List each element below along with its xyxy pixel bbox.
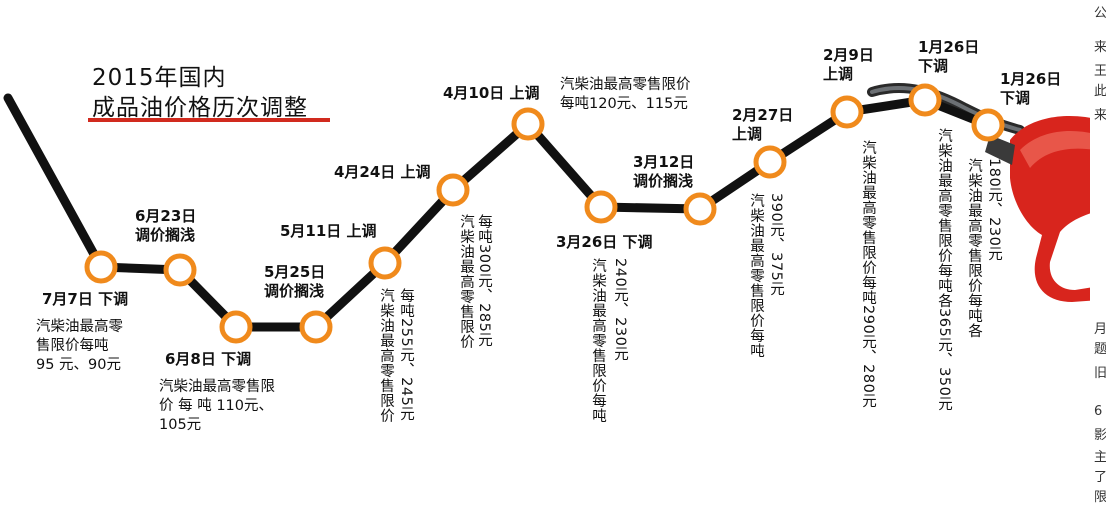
title-line-1: 2015年国内 bbox=[92, 65, 227, 91]
event-node-feb27 bbox=[753, 145, 787, 179]
event-date-may25: 5月25日 调价搁浅 bbox=[264, 263, 326, 300]
event-node-jul7 bbox=[84, 250, 118, 284]
event-date-jun8: 6月8日 下调 bbox=[165, 350, 252, 368]
event-date-apr24: 4月24日 上调 bbox=[334, 163, 431, 181]
event-node-jun23 bbox=[163, 253, 197, 287]
title-underline bbox=[88, 118, 330, 122]
adjacent-char: 来 bbox=[1094, 108, 1106, 123]
event-node-mar12 bbox=[683, 192, 717, 226]
event-node-mar26 bbox=[584, 190, 618, 224]
adjacent-char: 公 bbox=[1094, 6, 1106, 21]
adjacent-char: 了 bbox=[1094, 470, 1106, 485]
event-desc-jul7: 汽柴油最高零售限价每吨 95 元、90元 bbox=[36, 319, 123, 373]
event-date-jul7: 7月7日 下调 bbox=[42, 290, 129, 308]
title-line-2: 成品油价格历次调整 bbox=[92, 95, 308, 121]
event-date-may11: 5月11日 上调 bbox=[280, 222, 377, 240]
adjacent-article-strip bbox=[1090, 0, 1106, 502]
event-date-jan26b: 1月26日 下调 bbox=[1000, 70, 1062, 107]
adjacent-char: 影 bbox=[1094, 428, 1106, 443]
event-desc-feb9: 汽柴油最高零售限价每吨290元、280元 bbox=[860, 140, 876, 409]
event-desc-jan26a: 汽柴油最高零售限价每吨各365元、350元 bbox=[936, 128, 952, 412]
adjacent-char: 题 bbox=[1094, 342, 1106, 357]
event-date-apr10: 4月10日 上调 bbox=[443, 84, 540, 102]
event-date-mar12: 3月12日 调价搁浅 bbox=[633, 153, 695, 190]
event-node-may11 bbox=[368, 246, 402, 280]
event-node-feb9 bbox=[830, 95, 864, 129]
event-node-apr10 bbox=[511, 107, 545, 141]
adjacent-char: 月 bbox=[1094, 322, 1106, 337]
adjacent-char: 此 bbox=[1094, 84, 1106, 99]
event-desc-jun8: 汽柴油最高零售限 价 每 吨 110元、105元 bbox=[159, 379, 275, 433]
adjacent-char: 来 bbox=[1094, 40, 1106, 55]
event-date-mar26: 3月26日 下调 bbox=[556, 233, 653, 251]
event-desc-jan26b: 汽柴油最高零售限价每吨各 bbox=[966, 158, 982, 338]
event-date-feb9: 2月9日 上调 bbox=[823, 46, 874, 83]
event-desc2-jan26b: 180元、230元 bbox=[986, 158, 1002, 262]
event-desc2-feb27: 390元、375元 bbox=[768, 193, 784, 297]
adjacent-char: 主 bbox=[1094, 450, 1106, 465]
adjacent-char: 6 bbox=[1094, 404, 1103, 419]
event-date-jun23: 6月23日 调价搁浅 bbox=[135, 207, 197, 244]
event-date-feb27: 2月27日 上调 bbox=[732, 106, 794, 143]
event-date-jan26a: 1月26日 下调 bbox=[918, 38, 980, 75]
event-desc2-apr24: 每吨300元、285元 bbox=[476, 214, 492, 348]
adjacent-char: 旧 bbox=[1094, 366, 1106, 381]
event-desc2-mar26: 240元、230元 bbox=[612, 258, 628, 362]
event-desc-mar26: 汽柴油最高零售限价每吨 bbox=[590, 258, 606, 423]
event-node-jan26a bbox=[908, 83, 942, 117]
adjacent-char: 限 bbox=[1094, 490, 1106, 505]
event-node-jun8 bbox=[219, 310, 253, 344]
event-desc-may11: 汽柴油最高零售限价 bbox=[378, 288, 394, 423]
event-node-jan26b bbox=[971, 108, 1005, 142]
event-node-may25 bbox=[299, 310, 333, 344]
event-node-apr24 bbox=[436, 173, 470, 207]
event-desc2-may11: 每吨255元、245元 bbox=[398, 288, 414, 422]
adjacent-char: 王 bbox=[1094, 64, 1106, 79]
event-desc-feb27: 汽柴油最高零售限价每吨 bbox=[748, 193, 764, 358]
event-desc-apr10: 汽柴油最高零售限价 每吨120元、115元 bbox=[560, 77, 691, 112]
event-desc-apr24: 汽柴油最高零售限价 bbox=[458, 214, 474, 349]
